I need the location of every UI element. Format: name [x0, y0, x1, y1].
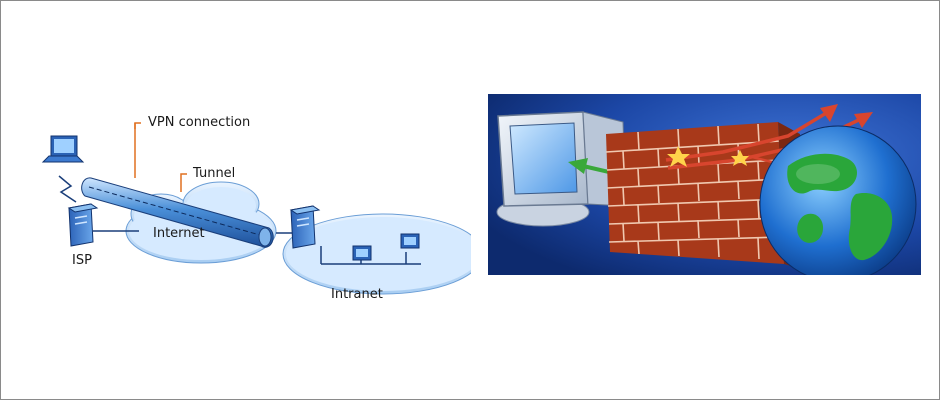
intranet-server-icon — [289, 205, 321, 249]
intranet-cloud — [282, 213, 484, 295]
vpn-connection-label: VPN connection — [148, 115, 251, 130]
red-arrow-icon — [665, 104, 838, 162]
firewall-graphic — [488, 94, 921, 275]
impact-spark-icon — [731, 150, 749, 166]
intranet-label: Intranet — [331, 287, 383, 302]
isp-server-icon — [67, 203, 99, 247]
internet-label: Internet — [153, 226, 205, 241]
tunnel-label: Tunnel — [193, 166, 236, 181]
laptop-icon — [41, 135, 85, 163]
vpn-diagram-graphic — [41, 122, 484, 295]
vpn-tunnel — [81, 177, 274, 248]
firewall-illustration — [488, 94, 921, 275]
vpn-diagram: VPN connection Tunnel Internet ISP Intra… — [21, 96, 484, 316]
workstation-icon — [352, 245, 372, 261]
globe-icon — [759, 125, 917, 275]
isp-label: ISP — [72, 253, 92, 268]
impact-spark-icon — [667, 146, 690, 167]
workstation-icon — [400, 233, 420, 249]
